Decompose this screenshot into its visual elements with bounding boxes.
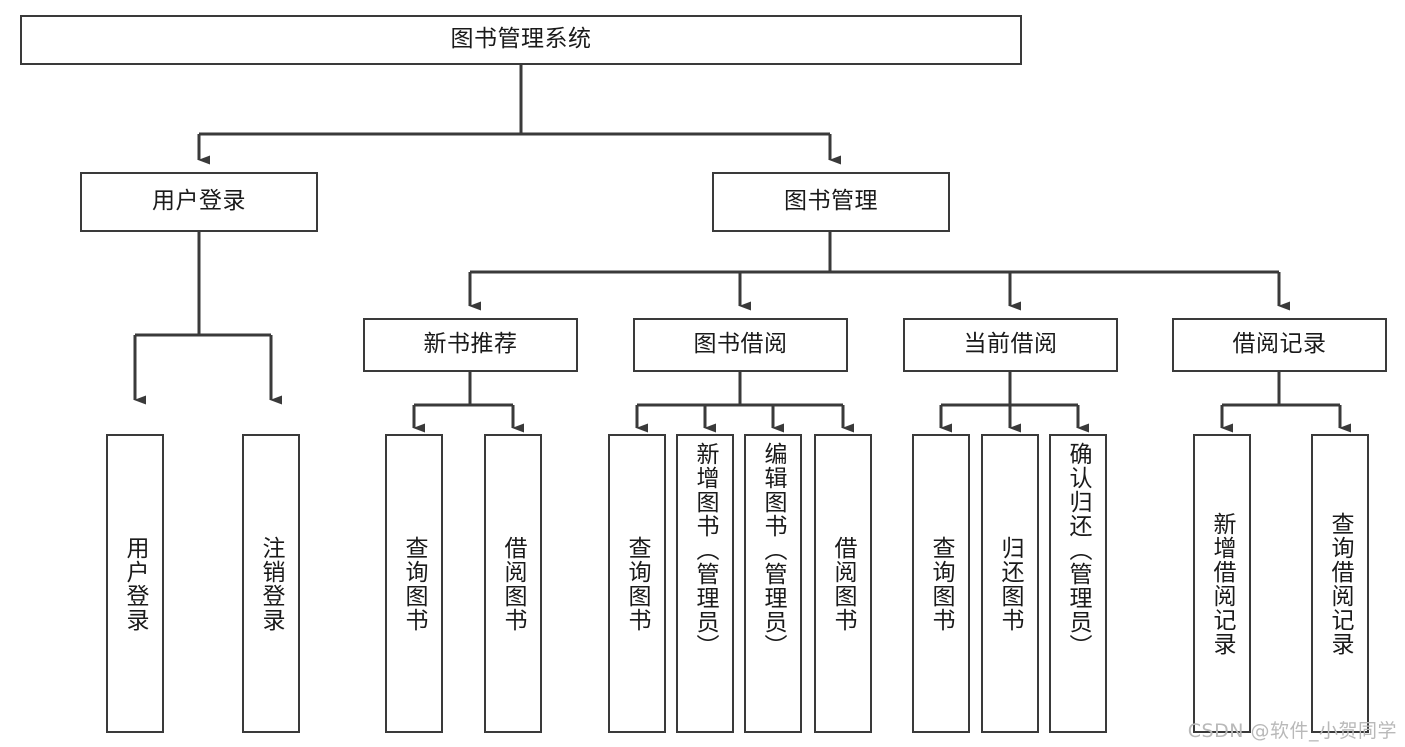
- node-leaf-user-logout[interactable]: 注销登录: [242, 434, 300, 733]
- node-new-book-recommend-label: 新书推荐: [423, 331, 518, 358]
- node-new-book-recommend[interactable]: 新书推荐: [363, 318, 578, 372]
- node-user-login[interactable]: 用户登录: [80, 172, 318, 232]
- node-leaf-user-login[interactable]: 用户登录: [106, 434, 164, 733]
- node-leaf-query-book-2[interactable]: 查询图书: [608, 434, 666, 733]
- node-leaf-query-book-1[interactable]: 查询图书: [385, 434, 443, 733]
- node-leaf-query-book-1-label: 查询图书: [401, 535, 428, 632]
- node-leaf-query-book-3[interactable]: 查询图书: [912, 434, 970, 733]
- node-leaf-query-book-3-label: 查询图书: [928, 535, 955, 632]
- node-leaf-user-logout-label: 注销登录: [258, 535, 285, 632]
- node-book-borrow-label: 图书借阅: [693, 331, 788, 358]
- node-leaf-borrow-book-1-label: 借阅图书: [500, 535, 527, 632]
- node-borrow-record-label: 借阅记录: [1232, 331, 1327, 358]
- node-book-manage-label: 图书管理: [784, 188, 878, 215]
- watermark-text: CSDN @软件_小贺同学: [1187, 720, 1397, 742]
- node-leaf-add-record-label: 新增借阅记录: [1209, 511, 1236, 656]
- node-leaf-query-record-label: 查询借阅记录: [1327, 511, 1354, 656]
- node-leaf-confirm-return[interactable]: 确认归还（管理员）: [1049, 434, 1107, 733]
- node-leaf-borrow-book-2-label: 借阅图书: [830, 535, 857, 632]
- node-leaf-return-book[interactable]: 归还图书: [981, 434, 1039, 733]
- node-current-borrow-label: 当前借阅: [963, 331, 1058, 358]
- node-leaf-return-book-label: 归还图书: [997, 535, 1024, 632]
- node-current-borrow[interactable]: 当前借阅: [903, 318, 1118, 372]
- node-leaf-query-record[interactable]: 查询借阅记录: [1311, 434, 1369, 733]
- node-leaf-query-book-2-label: 查询图书: [624, 535, 651, 632]
- node-book-manage[interactable]: 图书管理: [712, 172, 950, 232]
- node-leaf-edit-book-label: 编辑图书（管理员）: [760, 442, 787, 658]
- node-leaf-confirm-return-label: 确认归还（管理员）: [1065, 442, 1092, 658]
- node-leaf-borrow-book-1[interactable]: 借阅图书: [484, 434, 542, 733]
- node-leaf-add-book-label: 新增图书（管理员）: [692, 442, 719, 658]
- node-leaf-user-login-label: 用户登录: [122, 535, 149, 632]
- node-root-label: 图书管理系统: [450, 26, 592, 53]
- node-leaf-borrow-book-2[interactable]: 借阅图书: [814, 434, 872, 733]
- node-root[interactable]: 图书管理系统: [20, 15, 1022, 65]
- node-book-borrow[interactable]: 图书借阅: [633, 318, 848, 372]
- node-borrow-record[interactable]: 借阅记录: [1172, 318, 1387, 372]
- node-user-login-label: 用户登录: [152, 188, 246, 215]
- node-leaf-add-record[interactable]: 新增借阅记录: [1193, 434, 1251, 733]
- node-leaf-add-book[interactable]: 新增图书（管理员）: [676, 434, 734, 733]
- node-leaf-edit-book[interactable]: 编辑图书（管理员）: [744, 434, 802, 733]
